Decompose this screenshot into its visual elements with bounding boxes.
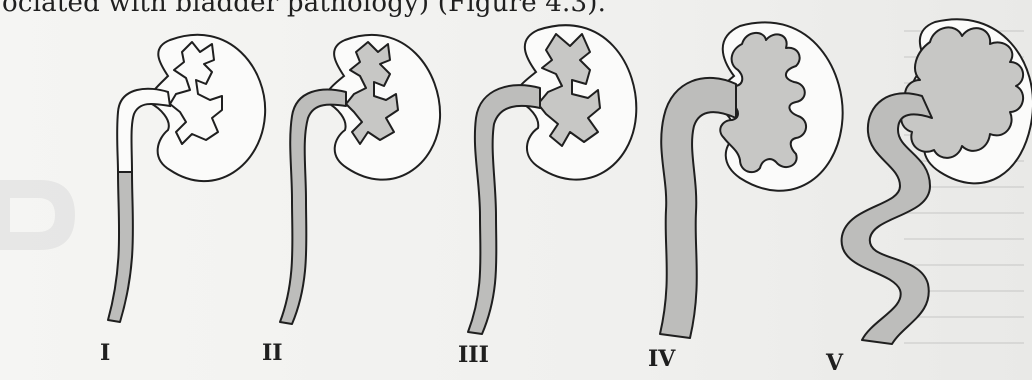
grade-1-figure: I bbox=[100, 35, 265, 366]
grade-4-figure: IV bbox=[648, 22, 843, 372]
refluxed-ureter bbox=[108, 172, 133, 322]
grade-2-figure: II bbox=[262, 35, 440, 366]
refluxed-ureter bbox=[660, 78, 736, 338]
refluxed-ureter bbox=[280, 90, 346, 324]
grade-3-figure: III bbox=[458, 25, 636, 368]
refluxed-ureter bbox=[468, 85, 540, 334]
grade-label: II bbox=[262, 340, 283, 366]
grade-label: III bbox=[458, 342, 489, 368]
grade-5-figure: V bbox=[825, 19, 1032, 376]
grade-label: I bbox=[100, 340, 110, 366]
grade-label: V bbox=[825, 350, 844, 376]
grade-label: IV bbox=[648, 346, 676, 372]
